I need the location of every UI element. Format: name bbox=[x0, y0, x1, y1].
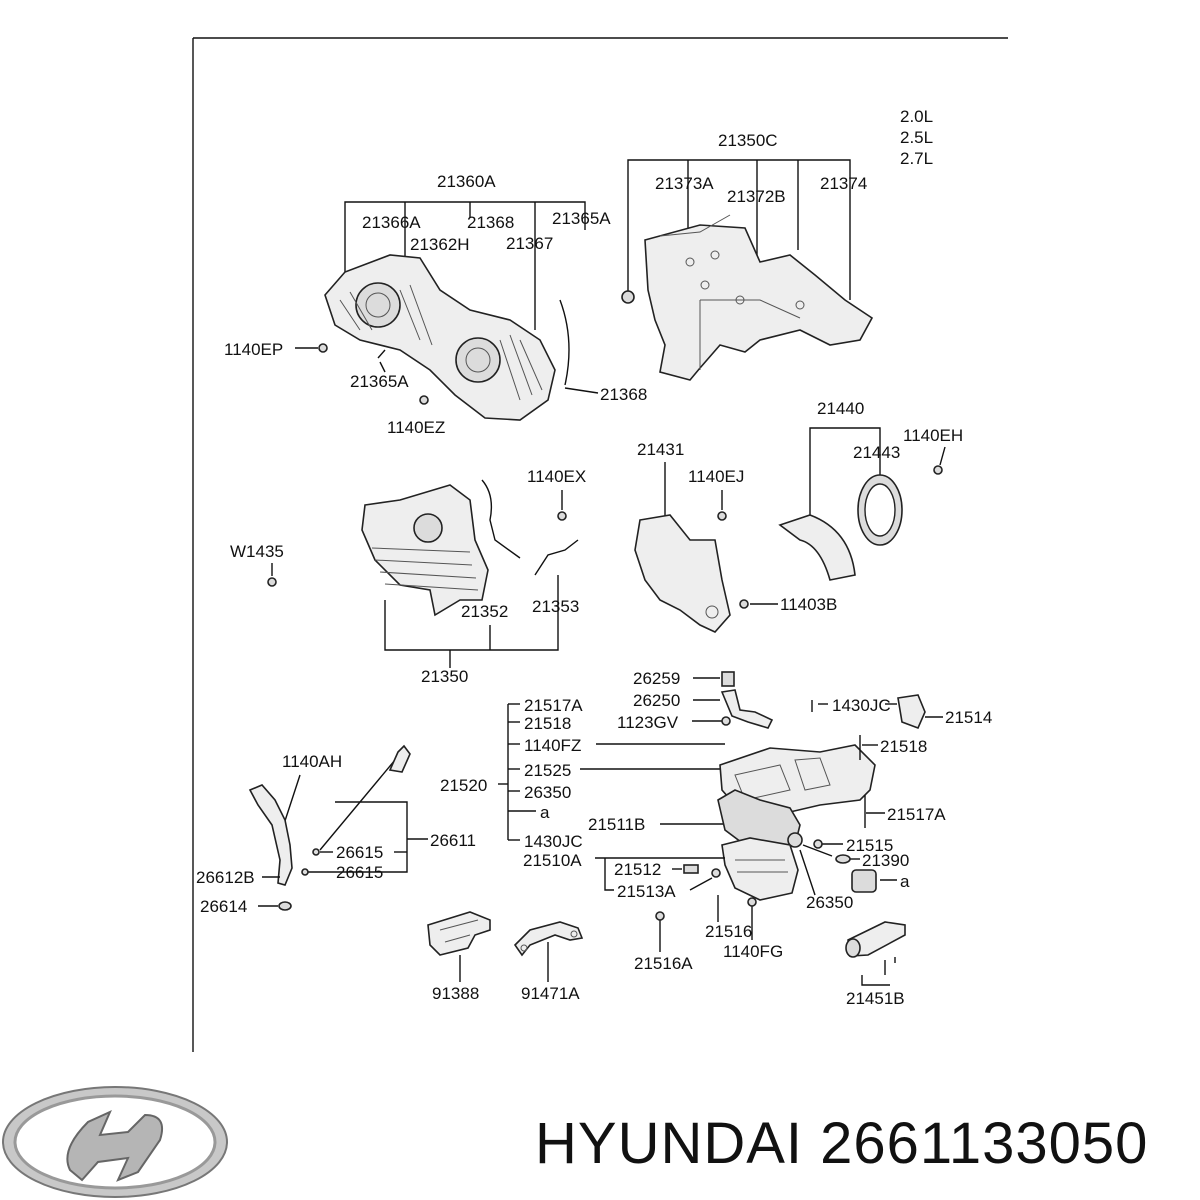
bracket-21451b: 21451B bbox=[845, 921, 906, 1008]
part-label: 21366A bbox=[362, 213, 421, 232]
part-label: 21350C bbox=[718, 131, 778, 150]
engine-variant: 2.5L bbox=[900, 128, 933, 147]
part-label: 1140EH bbox=[903, 426, 963, 445]
part-label: 26350 bbox=[806, 893, 853, 912]
oil-seal-group-21440: 21440 21443 1140EH bbox=[778, 399, 963, 581]
part-label: 21525 bbox=[524, 761, 571, 780]
hyundai-logo bbox=[2, 1086, 228, 1198]
part-label: a bbox=[900, 872, 910, 891]
part-label: 1140FZ bbox=[524, 736, 581, 755]
part-label: 26614 bbox=[200, 897, 247, 916]
part-label: 1140AH bbox=[282, 752, 342, 771]
part-label: 21365A bbox=[552, 209, 611, 228]
part-label: 26615 bbox=[336, 843, 383, 862]
part-label: 21511B bbox=[588, 815, 645, 834]
timing-cover-group-21360a: 21360A 21366A 21368 21365A 21362H 21367 … bbox=[224, 172, 647, 437]
part-label: 21510A bbox=[523, 851, 582, 870]
part-label: 1140EP bbox=[224, 340, 283, 359]
part-label: 21518 bbox=[524, 714, 571, 733]
part-label: 21520 bbox=[440, 776, 487, 795]
part-label: 1123GV bbox=[617, 713, 679, 732]
part-label: 21517A bbox=[887, 805, 946, 824]
part-label: 1430JC bbox=[524, 832, 583, 851]
part-label: 21367 bbox=[506, 234, 553, 253]
engine-variant: 2.7L bbox=[900, 149, 933, 168]
part-label: 1140FG bbox=[723, 942, 783, 961]
part-label: 21350 bbox=[421, 667, 468, 686]
part-label: 21451B bbox=[846, 989, 905, 1008]
part-label: a bbox=[540, 803, 550, 822]
plate-group-21431: 21431 1140EJ 11403B bbox=[634, 440, 837, 633]
bracket-91471a: 91471A bbox=[513, 921, 584, 1003]
engine-variant: 2.0L bbox=[900, 107, 933, 126]
part-label: 21517A bbox=[524, 696, 583, 715]
part-label: 11403B bbox=[780, 595, 837, 614]
part-label: 21368 bbox=[600, 385, 647, 404]
part-label: 21365A bbox=[350, 372, 409, 391]
part-label: 21372B bbox=[727, 187, 786, 206]
bracket-91388: 91388 bbox=[427, 911, 491, 1003]
part-label: 1140EZ bbox=[387, 418, 445, 437]
part-label: 1430JC bbox=[832, 696, 891, 715]
part-label: 21516 bbox=[705, 922, 752, 941]
part-label: 26615 bbox=[336, 863, 383, 882]
part-label: 21440 bbox=[817, 399, 864, 418]
part-label: 21374 bbox=[820, 174, 867, 193]
part-label: 21513A bbox=[617, 882, 676, 901]
part-label: 21362H bbox=[410, 235, 470, 254]
brand-part-number: HYUNDAI 2661133050 bbox=[535, 1111, 1149, 1176]
part-label: 26250 bbox=[633, 691, 680, 710]
part-label: 26612B bbox=[196, 868, 255, 887]
part-label: 21514 bbox=[945, 708, 992, 727]
part-label: 1140EJ bbox=[688, 467, 744, 486]
part-label: 21373A bbox=[655, 174, 714, 193]
dipstick-group: 1140AH 26611 26615 26615 26612B 26614 bbox=[196, 744, 476, 916]
part-label: 21353 bbox=[532, 597, 579, 616]
part-label: 21516A bbox=[634, 954, 693, 973]
part-label: 91471A bbox=[521, 984, 580, 1003]
part-label: 26259 bbox=[633, 669, 680, 688]
part-label: 1140EX bbox=[527, 467, 586, 486]
part-label: 21390 bbox=[862, 851, 909, 870]
oil-pan-group-21520: 26259 26250 1123GV 21517A 21518 1140FZ 2… bbox=[440, 669, 992, 973]
part-label: 21443 bbox=[853, 443, 900, 462]
lower-cover-group-21350: 1140EX W1435 21352 21353 21350 bbox=[230, 467, 586, 686]
part-label: W1435 bbox=[230, 542, 284, 561]
gasket-group-21350c: 21350C 21373A 21372B 21374 bbox=[621, 131, 874, 381]
part-label: 21431 bbox=[637, 440, 684, 459]
part-label: 21512 bbox=[614, 860, 661, 879]
part-label: 21515 bbox=[846, 836, 893, 855]
part-label: 21360A bbox=[437, 172, 496, 191]
part-label: 21518 bbox=[880, 737, 927, 756]
part-label: 21368 bbox=[467, 213, 514, 232]
part-label: 21352 bbox=[461, 602, 508, 621]
part-label: 26350 bbox=[524, 783, 571, 802]
part-label: 26611 bbox=[430, 831, 476, 850]
part-label: 91388 bbox=[432, 984, 479, 1003]
